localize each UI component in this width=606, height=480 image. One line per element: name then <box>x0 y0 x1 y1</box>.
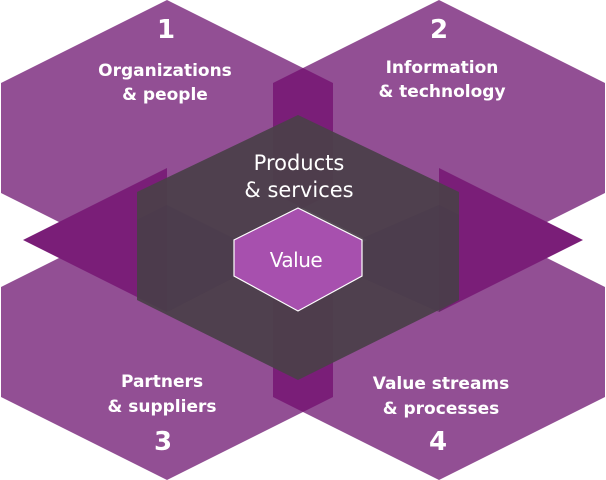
dimension-4-label-line1: Value streams <box>373 374 510 394</box>
dimension-1-number: 1 <box>157 15 175 45</box>
products-services-label-line2: & services <box>244 178 353 202</box>
products-services-inner-shade-right <box>363 205 459 312</box>
dimension-1-label-line1: Organizations <box>98 61 232 81</box>
products-services-label-line1: Products <box>254 151 345 175</box>
dimension-4-number: 4 <box>429 427 447 457</box>
value-label: Value <box>270 248 323 272</box>
dimension-4-label-line2: & processes <box>383 399 499 419</box>
overlap-1-3 <box>23 168 167 312</box>
dimension-1-label-line2: & people <box>122 85 208 105</box>
dimension-3-label-line2: & suppliers <box>108 397 217 417</box>
dimension-2-label-line1: Information <box>386 58 499 78</box>
dimension-3-number: 3 <box>154 427 172 457</box>
products-services-inner-shade-left <box>137 205 233 312</box>
dimension-3-label-line1: Partners <box>121 372 203 392</box>
dimension-2-number: 2 <box>430 15 448 45</box>
value-hex <box>233 207 363 312</box>
dimension-2-label-line2: & technology <box>378 82 505 102</box>
overlap-2-4 <box>439 168 583 312</box>
